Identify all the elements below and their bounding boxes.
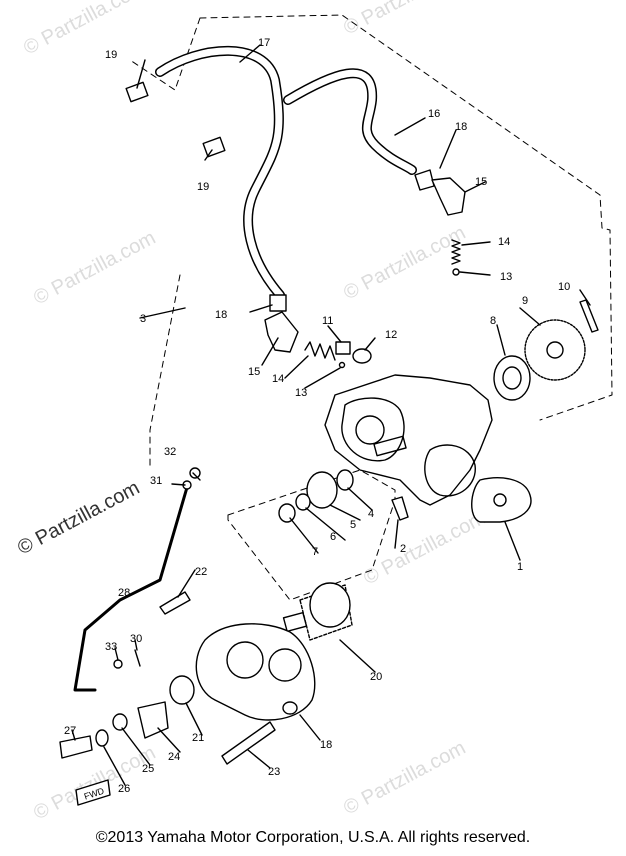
callout-6: 6 (330, 531, 336, 543)
callout-25: 24 (168, 751, 180, 763)
rod-29 (73, 482, 190, 692)
copyright-notice: ©2013 Yamaha Motor Corporation, U.S.A. A… (95, 829, 531, 846)
ball-13-lower (338, 361, 346, 369)
callout-23: 22 (195, 566, 207, 578)
callout-17: 17 (258, 37, 270, 49)
nut-7 (278, 503, 296, 523)
washer-4 (336, 469, 354, 491)
clamp-19-lower (202, 136, 226, 158)
plate-25 (137, 701, 169, 739)
gasket-1 (471, 477, 532, 523)
fwd-arrow (75, 779, 111, 806)
callout-20: 20 (370, 671, 382, 683)
banjo-15-lower (264, 311, 299, 353)
callout-22: 21 (192, 732, 204, 744)
washer-6 (295, 493, 311, 511)
callout-19: 19 (105, 49, 117, 61)
callout-12: 12 (385, 329, 397, 341)
oil-seal-8 (493, 355, 531, 401)
callout-30: 30 (130, 633, 142, 645)
callout-9: 9 (522, 295, 528, 307)
group-outline (129, 14, 613, 471)
cover-21 (195, 623, 316, 721)
fitting-18-upper (414, 169, 435, 191)
callout-14: 14 (498, 236, 510, 248)
callout-7: 7 (312, 546, 318, 558)
washer-27 (95, 729, 109, 747)
pin-10 (579, 299, 599, 333)
bolt-28 (59, 735, 93, 759)
callout-21: 18 (320, 739, 332, 751)
washer-12 (352, 348, 372, 364)
callout-5: 5 (350, 519, 356, 531)
bolt-24 (221, 721, 276, 765)
callout-32: 32 (164, 446, 176, 458)
callout-19: 19 (197, 181, 209, 193)
callout-33: 33 (105, 641, 117, 653)
callout-1: 1 (517, 561, 523, 573)
bolt-11 (335, 341, 351, 355)
callout-15: 15 (248, 366, 260, 378)
callout-10: 10 (558, 281, 570, 293)
sub-outline (227, 469, 396, 601)
callout-31: 31 (150, 475, 162, 487)
fitting-18-lower (269, 294, 287, 312)
callout-18: 18 (215, 309, 227, 321)
callout-26: 25 (142, 763, 154, 775)
callout-24: 23 (268, 766, 280, 778)
callout-15: 15 (475, 176, 487, 188)
callout-13: 13 (500, 271, 512, 283)
callout-14: 14 (272, 373, 284, 385)
banjo-15-upper (431, 177, 466, 216)
gear-9 (524, 319, 586, 381)
callout-29: 28 (118, 587, 130, 599)
clamp-19-upper (125, 81, 149, 103)
screw-2 (391, 496, 409, 521)
ball-13-upper (452, 268, 460, 276)
screw-23 (159, 591, 191, 615)
nut-32 (189, 467, 201, 479)
callout-11: 11 (322, 315, 333, 327)
callout-27: 26 (118, 783, 130, 795)
spring-14-lower (304, 341, 336, 361)
oil-seal-22 (169, 675, 195, 705)
callout-3: 3 (140, 313, 146, 325)
callout-18: 18 (455, 121, 467, 133)
callout-16: 16 (428, 108, 440, 120)
callout-13: 13 (295, 387, 307, 399)
pump-body (324, 374, 493, 506)
washer-26 (112, 713, 128, 731)
spring-14-upper (451, 239, 461, 265)
callout-28: 27 (64, 725, 76, 737)
callout-8: 8 (490, 315, 496, 327)
disc-5 (306, 471, 338, 509)
pin-30 (134, 649, 141, 667)
nut-33 (113, 659, 123, 669)
callout-2: 2 (400, 543, 406, 555)
callout-4: 4 (368, 508, 374, 520)
